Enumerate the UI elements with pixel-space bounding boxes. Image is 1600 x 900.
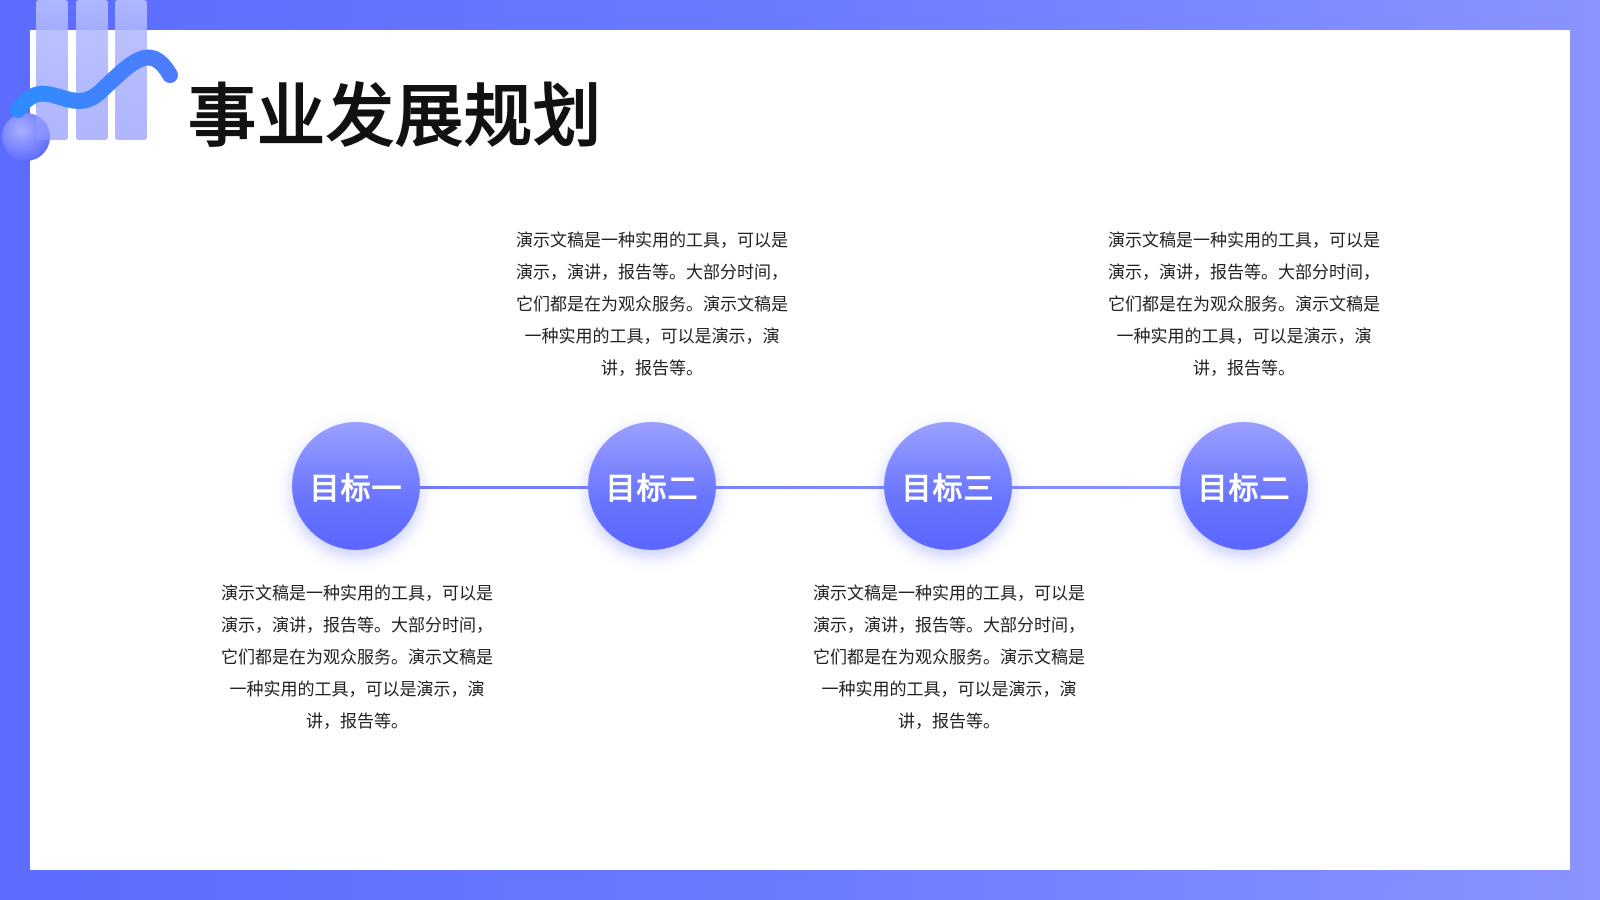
slide-panel (30, 30, 1570, 870)
page-title: 事业发展规划 (188, 78, 603, 157)
timeline-node-2: 目标二 (588, 422, 716, 550)
timeline-node-description: 演示文稿是一种实用的工具，可以是演示，演讲，报告等。大部分时间，它们都是在为观众… (813, 584, 1085, 732)
timeline-node-description: 演示文稿是一种实用的工具，可以是演示，演讲，报告等。大部分时间，它们都是在为观众… (221, 584, 493, 732)
timeline-node-3: 目标三 (884, 422, 1012, 550)
timeline-node-1: 目标一 (292, 422, 420, 550)
timeline-node-label: 目标二 (605, 472, 699, 507)
timeline-node-4: 目标二 (1180, 422, 1308, 550)
timeline-node-label: 目标一 (309, 472, 403, 507)
timeline-node-description: 演示文稿是一种实用的工具，可以是演示，演讲，报告等。大部分时间，它们都是在为观众… (1108, 231, 1380, 379)
wave-bars-logo-icon (2, 0, 178, 161)
timeline-connector-line (355, 486, 1245, 489)
timeline-node-description: 演示文稿是一种实用的工具，可以是演示，演讲，报告等。大部分时间，它们都是在为观众… (516, 231, 788, 379)
timeline-node-label: 目标二 (1197, 472, 1291, 507)
timeline-node-label: 目标三 (901, 472, 995, 507)
